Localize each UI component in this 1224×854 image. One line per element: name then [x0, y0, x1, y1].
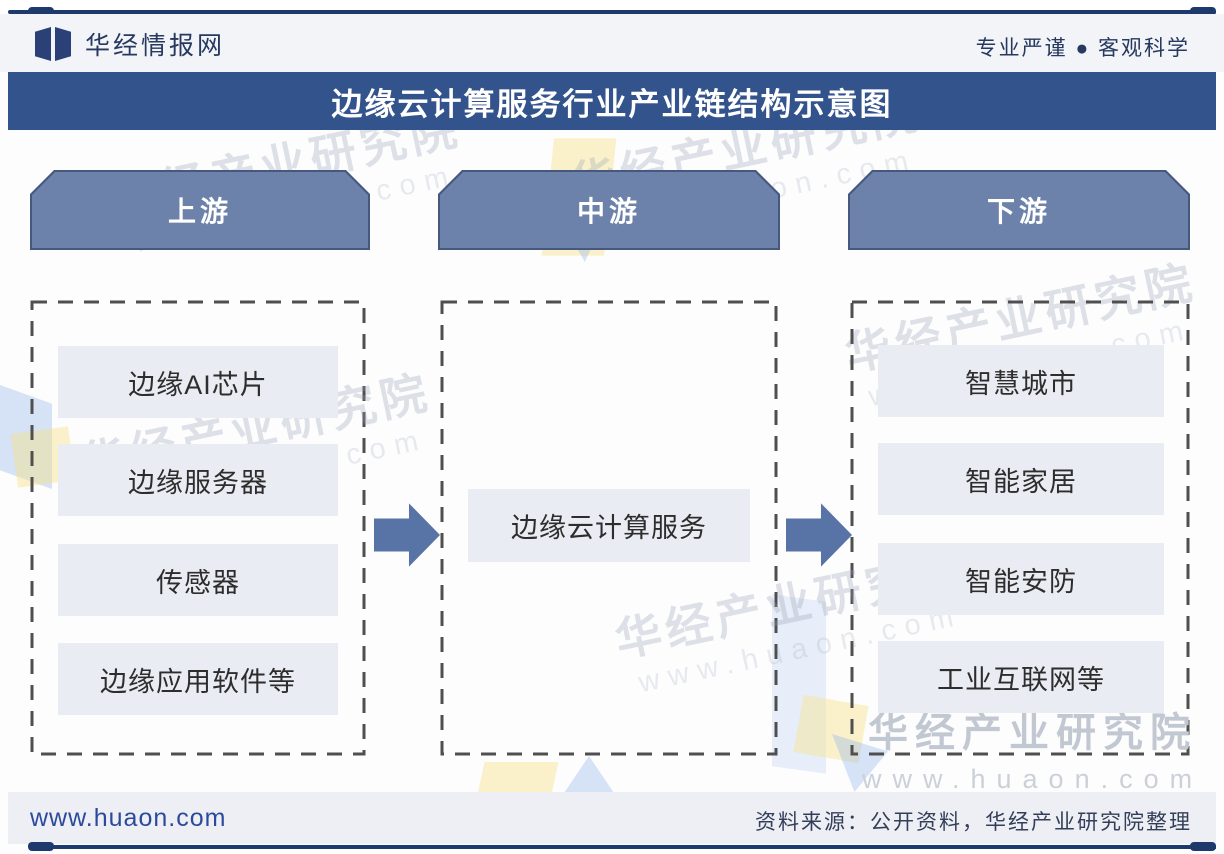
downstream-group-box	[850, 300, 1190, 756]
bottom-accent-line	[30, 845, 1216, 849]
upstream-group-box	[30, 300, 366, 756]
brand-name: 华经情报网	[85, 32, 226, 60]
brand-slogan: 专业严谨 ● 客观科学	[975, 37, 1190, 60]
tab-midstream: 中游	[438, 170, 780, 250]
site-url: www.huaon.com	[30, 804, 227, 832]
header-band	[0, 14, 1224, 72]
open-book-logo-icon	[35, 27, 71, 61]
data-source-note: 资料来源：公开资料，华经产业研究院整理	[755, 811, 1192, 834]
tab-midstream-label: 中游	[576, 196, 641, 227]
top-line-cap-left	[28, 7, 54, 16]
brand: 华经情报网	[35, 26, 225, 62]
arrow-right-icon	[374, 503, 440, 567]
top-accent-line	[8, 10, 1216, 14]
chain-item-sensor: 传感器	[58, 544, 338, 616]
chain-item-smart-home: 智能家居	[878, 443, 1164, 515]
arrow-right-icon	[786, 503, 852, 567]
dashed-border	[850, 300, 1190, 756]
chain-item-edge-cloud-service: 边缘云计算服务	[468, 489, 750, 562]
chain-item-smart-city: 智慧城市	[878, 345, 1164, 417]
bottom-line-cap-left	[28, 842, 54, 851]
chain-item-smart-security: 智能安防	[878, 543, 1164, 615]
dashed-border	[30, 300, 366, 756]
tab-downstream-label: 下游	[986, 196, 1051, 227]
midstream-group-box	[440, 300, 778, 756]
page-title: 边缘云计算服务行业产业链结构示意图	[331, 86, 893, 122]
title-bar: 边缘云计算服务行业产业链结构示意图	[8, 72, 1216, 130]
tab-downstream: 下游	[848, 170, 1190, 250]
tab-upstream: 上游	[30, 170, 370, 250]
chain-item-edge-server: 边缘服务器	[58, 444, 338, 516]
tab-upstream-label: 上游	[167, 196, 232, 227]
chain-item-edge-ai-chip: 边缘AI芯片	[58, 346, 338, 418]
chain-item-industrial-internet: 工业互联网等	[878, 641, 1164, 713]
top-line-cap-right	[1190, 7, 1216, 16]
watermark-shape	[772, 594, 826, 774]
chain-item-edge-software: 边缘应用软件等	[58, 643, 338, 715]
footer-band	[8, 792, 1216, 844]
bottom-line-cap-right	[1190, 842, 1216, 851]
dashed-border	[440, 300, 778, 756]
